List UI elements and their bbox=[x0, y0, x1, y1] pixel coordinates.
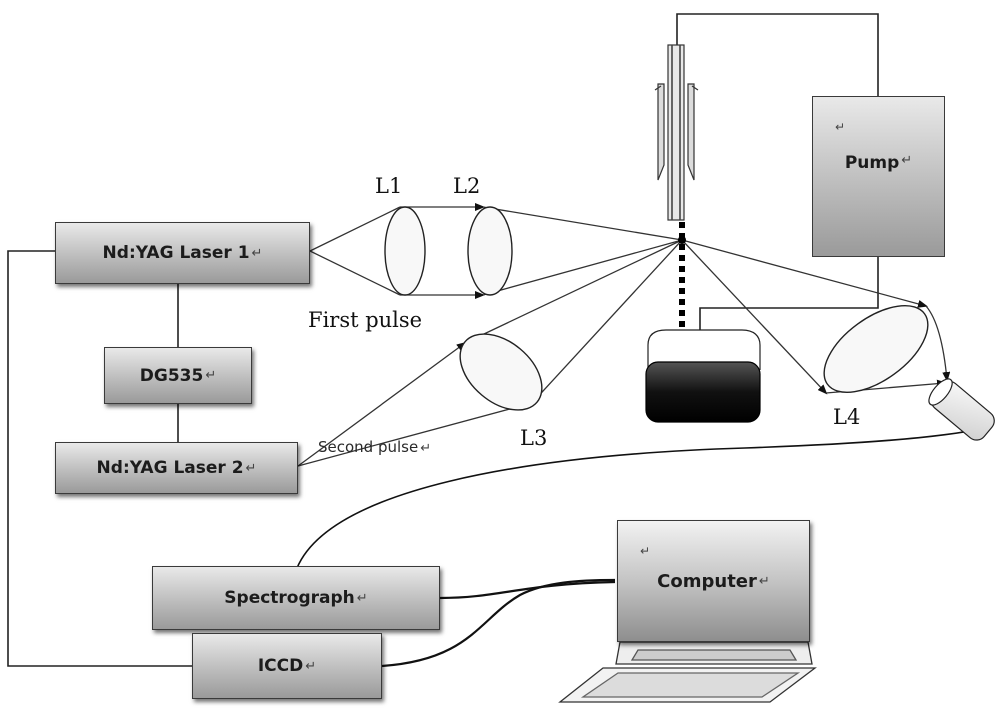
paragraph-mark-icon: ↵ bbox=[420, 441, 432, 456]
nebulizer bbox=[654, 44, 699, 221]
paragraph-mark-icon: ↵ bbox=[356, 590, 368, 606]
computer-label: Computer bbox=[657, 570, 757, 592]
paragraph-mark-icon: ↵ bbox=[901, 153, 913, 168]
plasma-focus-point bbox=[678, 236, 686, 244]
sample-reservoir bbox=[645, 329, 761, 423]
second-pulse-label: Second pulse↵ bbox=[318, 438, 431, 456]
paragraph-mark-icon: ↵ bbox=[305, 658, 317, 674]
second-pulse-text: Second pulse bbox=[318, 438, 419, 456]
paragraph-mark-icon: ↵ bbox=[245, 460, 257, 476]
pump-box: Pump↵ bbox=[812, 96, 945, 257]
paragraph-mark-icon: ↵ bbox=[758, 573, 770, 589]
computer-keyboard bbox=[558, 641, 817, 703]
dg535-box: DG535↵ bbox=[104, 347, 252, 404]
iccd-computer-cable bbox=[381, 578, 616, 668]
lens-l3-label: L3 bbox=[520, 426, 548, 450]
iccd-label: ICCD bbox=[257, 656, 304, 676]
fiber-collector bbox=[928, 378, 995, 441]
laser-2-label: Nd:YAG Laser 2 bbox=[96, 458, 244, 478]
lens-l4 bbox=[823, 305, 929, 393]
first-pulse-label: First pulse bbox=[308, 308, 423, 332]
lens-l2-label: L2 bbox=[453, 174, 481, 198]
first-pulse-beam bbox=[309, 203, 683, 299]
iccd-box: ICCD↵ bbox=[192, 633, 382, 699]
spectrograph-label: Spectrograph bbox=[224, 588, 355, 608]
paragraph-mark-icon: ↵ bbox=[640, 544, 651, 558]
second-pulse-beam bbox=[297, 239, 683, 467]
dg535-label: DG535 bbox=[139, 365, 204, 386]
laser-2-box: Nd:YAG Laser 2↵ bbox=[55, 442, 298, 494]
computer-cables bbox=[381, 578, 616, 668]
lens-l3 bbox=[459, 333, 543, 411]
pump-outlet-tube bbox=[676, 13, 879, 96]
pump-label: Pump bbox=[844, 153, 900, 173]
fiber-optic-cable bbox=[296, 427, 986, 569]
lens-l1 bbox=[384, 206, 426, 296]
spectrograph-computer-cable bbox=[439, 580, 616, 600]
laser-1-label: Nd:YAG Laser 1 bbox=[102, 243, 250, 263]
paragraph-mark-icon: ↵ bbox=[835, 120, 846, 134]
paragraph-mark-icon: ↵ bbox=[205, 368, 217, 383]
paragraph-mark-icon: ↵ bbox=[251, 245, 263, 261]
lens-l4-label: L4 bbox=[833, 405, 861, 429]
lens-l1-label: L1 bbox=[375, 174, 403, 198]
lens-l2 bbox=[467, 206, 513, 296]
spectrograph-box: Spectrograph↵ bbox=[152, 566, 440, 630]
laser1-iccd-trigger-cable bbox=[7, 250, 192, 667]
computer-monitor: Computer↵ bbox=[617, 520, 810, 642]
laser-1-box: Nd:YAG Laser 1↵ bbox=[55, 222, 310, 284]
